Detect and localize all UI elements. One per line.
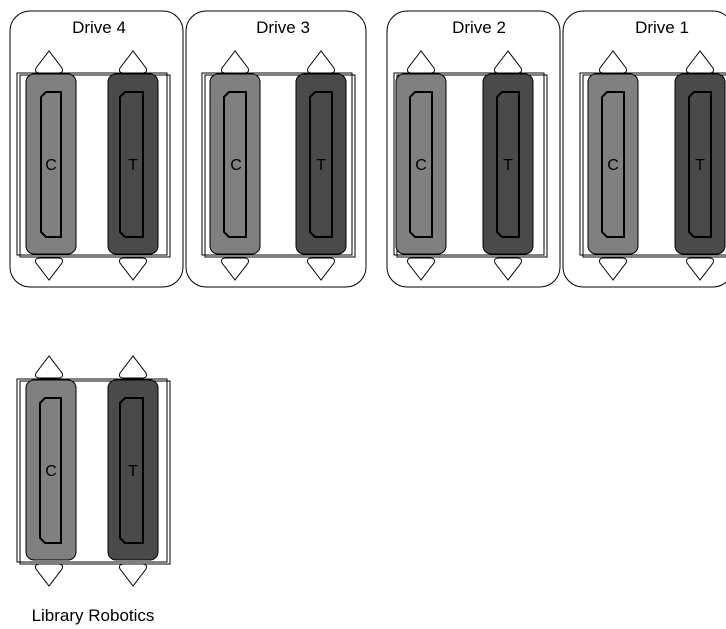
down-arrow-icon — [35, 563, 63, 587]
up-arrow-icon — [221, 50, 249, 74]
drive-2-left-slot: C — [395, 50, 447, 281]
slot-letter: T — [695, 157, 705, 174]
up-arrow-icon — [35, 50, 63, 74]
slot-letter: C — [45, 157, 57, 174]
down-arrow-icon — [221, 257, 249, 281]
slot-letter: T — [316, 157, 326, 174]
drive-3-right-slot: T — [295, 50, 347, 281]
down-arrow-icon — [599, 257, 627, 281]
drive-3-bay — [201, 72, 353, 256]
down-arrow-icon — [407, 257, 435, 281]
slot-inner — [601, 91, 625, 238]
drive-4-right-slot: T — [107, 50, 159, 281]
drive-1-bay-shadow — [582, 74, 726, 258]
slot-letter: T — [503, 157, 513, 174]
drive-1-left-slot: C — [587, 50, 639, 281]
drive-3-label: Drive 3 — [256, 18, 310, 37]
drive-4: Drive 4 C T — [9, 10, 184, 288]
slot-inner — [119, 397, 144, 544]
slot-inner — [39, 397, 62, 544]
robotics-bay-shadow — [19, 380, 171, 565]
slot-letter: C — [230, 157, 242, 174]
drive-2: Drive 2 C T — [386, 10, 561, 288]
drive-4-left-slot: C — [25, 50, 77, 281]
robotics-label: Library Robotics — [32, 606, 155, 625]
drive-1-bay — [579, 72, 726, 256]
drive-4-label: Drive 4 — [72, 18, 126, 37]
drive-1: Drive 1 C T — [562, 10, 726, 288]
up-arrow-icon — [494, 50, 522, 74]
slot-letter: T — [128, 463, 138, 480]
up-arrow-icon — [599, 50, 627, 74]
slot-inner — [496, 91, 520, 238]
drive-3: Drive 3 C T — [185, 10, 367, 288]
up-arrow-icon — [686, 50, 714, 74]
slot-letter: T — [128, 157, 138, 174]
drive-3-left-slot: C — [209, 50, 261, 281]
slot-inner — [40, 91, 62, 238]
robotics-left-slot: C — [25, 355, 77, 587]
drive-3-bay-shadow — [204, 74, 356, 258]
drive-2-bay — [393, 72, 545, 256]
up-arrow-icon — [119, 355, 147, 379]
down-arrow-icon — [307, 257, 335, 281]
down-arrow-icon — [119, 563, 147, 587]
up-arrow-icon — [119, 50, 147, 74]
slot-inner — [688, 91, 712, 238]
drive-1-label: Drive 1 — [635, 18, 689, 37]
slot-inner — [309, 91, 333, 238]
drive-2-right-slot: T — [482, 50, 534, 281]
down-arrow-icon — [686, 257, 714, 281]
robotics-bay — [16, 378, 168, 563]
drive-1-right-slot: T — [674, 50, 726, 281]
slot-letter: C — [415, 157, 427, 174]
robotics-right-slot: T — [107, 355, 159, 587]
slot-inner — [223, 91, 247, 238]
drive-2-label: Drive 2 — [452, 18, 506, 37]
slot-inner — [409, 91, 433, 238]
slot-letter: C — [45, 463, 57, 480]
slot-inner — [119, 91, 144, 238]
slot-letter: C — [607, 157, 619, 174]
up-arrow-icon — [407, 50, 435, 74]
drive-4-bay-shadow — [19, 74, 171, 258]
down-arrow-icon — [35, 257, 63, 281]
down-arrow-icon — [494, 257, 522, 281]
library-robotics: C T Library Robotics — [16, 355, 171, 625]
down-arrow-icon — [119, 257, 147, 281]
up-arrow-icon — [307, 50, 335, 74]
up-arrow-icon — [35, 355, 63, 379]
drive-4-bay — [16, 72, 168, 256]
